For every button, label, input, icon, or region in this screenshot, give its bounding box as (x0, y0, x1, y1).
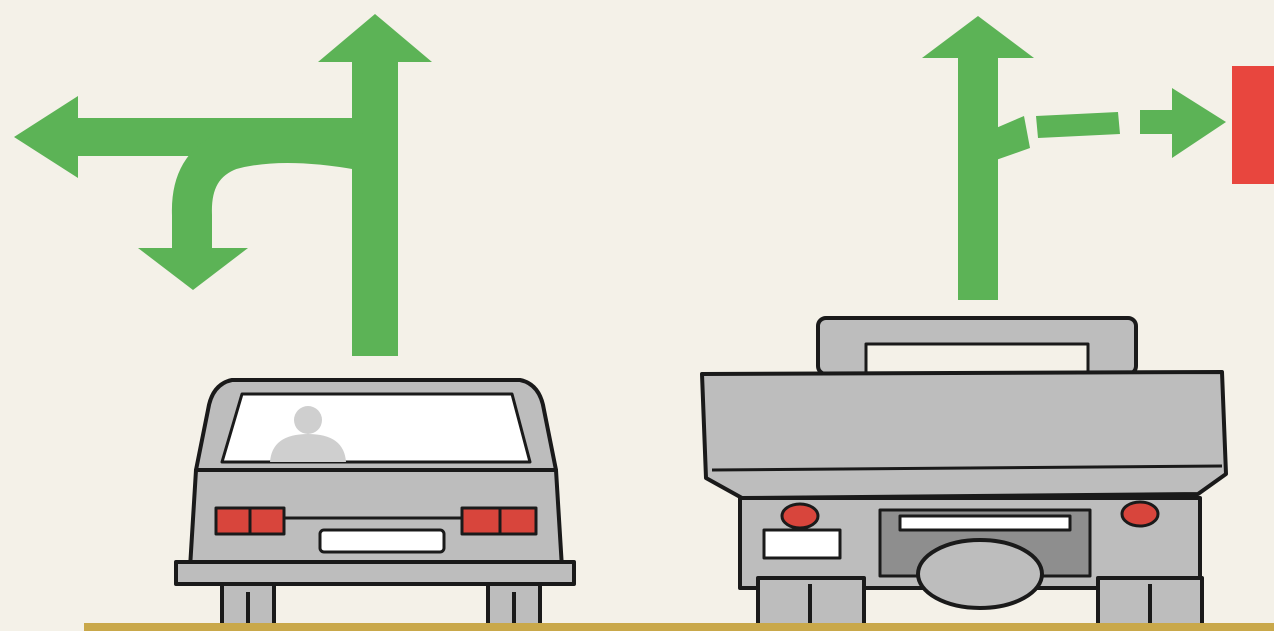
straight-arrow-stem (352, 60, 398, 356)
car-rear-window (220, 392, 532, 464)
dash-segment-2 (1140, 110, 1174, 134)
truck-license-plate (762, 528, 842, 560)
stop-marker (1232, 66, 1274, 184)
truck-cargo-bed (700, 370, 1228, 500)
car-bumper (174, 560, 576, 586)
straight-arrow-head-2 (922, 16, 1034, 58)
dash-segment-1 (1036, 112, 1120, 138)
driver-silhouette (270, 406, 346, 462)
left-direction-arrows (14, 14, 432, 356)
left-arrow-head (14, 96, 78, 178)
ground-line (84, 623, 1274, 631)
truck (700, 316, 1228, 631)
right-direction-arrows (922, 16, 1226, 300)
truck-light-left (780, 502, 820, 530)
right-stub (996, 116, 1030, 160)
truck-cab-window (864, 342, 1090, 376)
truck-differential (916, 538, 1044, 610)
truck-bumper-bar (898, 514, 1072, 532)
u-turn-arrow-curve (171, 123, 364, 250)
car-license-plate (318, 528, 446, 554)
straight-arrow-head (318, 14, 432, 62)
u-turn-arrow-head (138, 248, 248, 290)
straight-arrow-stem-2 (958, 56, 998, 300)
truck-light-right (1120, 500, 1160, 528)
right-arrow-head (1172, 88, 1226, 158)
passenger-car (174, 378, 576, 631)
